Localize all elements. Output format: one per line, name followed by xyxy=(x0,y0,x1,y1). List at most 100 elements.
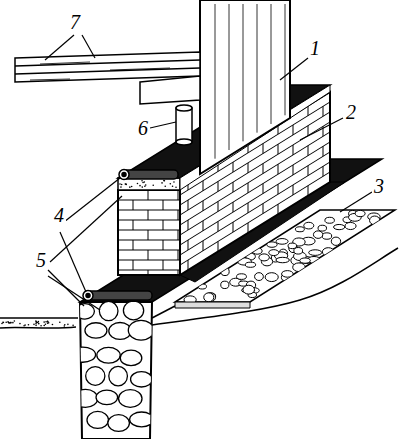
soil-dot xyxy=(47,321,49,323)
brick-joint xyxy=(148,210,149,220)
mortar-dot xyxy=(144,186,146,188)
gravel-stone xyxy=(252,248,262,254)
brick-joint xyxy=(322,166,323,176)
brick-joint xyxy=(262,144,263,154)
mortar-dot xyxy=(129,186,131,188)
mortar-dot xyxy=(152,185,154,187)
mortar-dot xyxy=(125,183,127,185)
brick-joint xyxy=(118,190,119,200)
gravel-stone xyxy=(355,210,365,216)
brick-joint xyxy=(118,270,119,280)
soil-dot xyxy=(72,325,74,327)
rubble-stone xyxy=(96,390,118,405)
mortar-dot xyxy=(145,184,147,186)
gravel-edge xyxy=(175,302,250,308)
gravel-stone xyxy=(243,285,255,294)
brick-joint xyxy=(133,220,134,230)
brick-joint xyxy=(292,165,293,175)
brick-joint xyxy=(232,222,233,232)
rubble-stone xyxy=(119,390,142,408)
rubble-stone xyxy=(87,411,109,428)
gravel-stone xyxy=(221,268,229,276)
mortar-dot xyxy=(161,182,163,184)
brick-joint xyxy=(148,190,149,200)
brick-joint xyxy=(118,260,180,261)
brick-joint xyxy=(262,184,263,194)
brick-joint xyxy=(262,164,263,174)
waterproofing-roll xyxy=(119,170,178,180)
wall-hatch xyxy=(243,4,244,141)
brick-joint xyxy=(148,270,149,280)
soil-dot xyxy=(67,324,69,326)
brick-joint xyxy=(187,200,188,210)
soil-dot xyxy=(40,325,42,327)
brick-joint xyxy=(232,182,233,192)
soil-dot xyxy=(47,322,49,324)
brick-joint xyxy=(163,260,164,270)
brick-joint xyxy=(178,250,179,260)
soil-dot xyxy=(52,324,54,326)
brick-joint xyxy=(247,163,248,173)
brick-joint xyxy=(307,126,308,136)
mortar-dot xyxy=(142,182,144,184)
soil-dot xyxy=(38,321,40,323)
callout-number: 1 xyxy=(308,38,322,58)
gravel-stone xyxy=(300,258,311,263)
soil-dot xyxy=(5,321,7,323)
brick-joint xyxy=(163,220,164,230)
soil-dot xyxy=(45,324,47,326)
brick-joint xyxy=(247,183,248,193)
brick-joint xyxy=(217,221,218,231)
soil-dot xyxy=(45,321,47,323)
brick-joint xyxy=(180,162,330,255)
brick-joint xyxy=(262,204,263,214)
waterproofing-roll xyxy=(83,291,152,301)
brick-joint xyxy=(118,270,180,271)
brick-joint xyxy=(178,190,179,200)
brick-joint xyxy=(187,260,188,270)
gravel-stone xyxy=(245,262,255,267)
rubble-stone xyxy=(131,372,153,387)
brick-joint xyxy=(217,241,218,251)
mortar-dot xyxy=(121,184,123,186)
gravel-stone xyxy=(318,225,327,231)
gravel-stone xyxy=(309,250,322,256)
callout-number: 3 xyxy=(372,176,386,196)
rubble-stone xyxy=(130,412,154,427)
soil-dot xyxy=(10,322,12,324)
brick-joint xyxy=(187,220,188,230)
mortar-dot xyxy=(131,186,133,188)
brick-joint xyxy=(292,185,293,195)
gravel-stone xyxy=(322,248,334,256)
wall xyxy=(200,0,290,174)
rubble-stone xyxy=(75,304,94,319)
brick-joint xyxy=(307,166,308,176)
mortar-dot xyxy=(141,186,143,188)
gravel-stone xyxy=(204,293,214,302)
callout-number: 5 xyxy=(34,250,48,270)
mortar-dot xyxy=(137,183,139,185)
brick-joint xyxy=(118,210,180,211)
brick-joint xyxy=(133,260,134,270)
callout-number: 4 xyxy=(52,205,66,225)
gravel-stone xyxy=(293,263,306,272)
gravel-stone xyxy=(345,222,356,229)
gravel-stone xyxy=(221,281,229,288)
brick-joint xyxy=(307,186,308,196)
brick-joint xyxy=(277,204,278,214)
brick-joint xyxy=(118,250,119,260)
mortar-dot xyxy=(139,185,141,187)
pipe xyxy=(176,105,192,145)
brick-joint xyxy=(148,230,149,240)
wall-hatch xyxy=(229,4,230,150)
brick-joint xyxy=(277,164,278,174)
rubble-stone xyxy=(85,323,107,338)
brick-joint xyxy=(322,106,323,116)
mortar-dot xyxy=(163,180,165,182)
gravel-stone xyxy=(282,271,294,278)
brick-joint xyxy=(118,220,180,221)
soil-dot xyxy=(3,322,5,324)
callout-number: 7 xyxy=(68,12,82,32)
brick-joint xyxy=(148,250,149,260)
